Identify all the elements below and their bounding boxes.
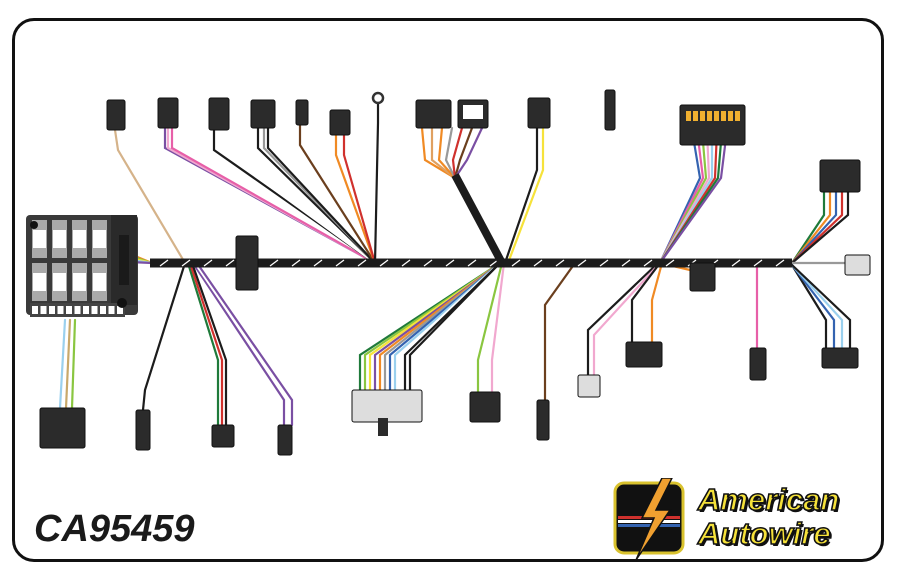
connector — [844, 254, 871, 276]
fuse — [92, 263, 107, 301]
connector — [277, 424, 293, 456]
wire — [403, 261, 502, 394]
harness-branch — [451, 173, 506, 265]
wire — [64, 318, 72, 410]
wire — [506, 126, 545, 265]
wire — [476, 261, 504, 397]
connector — [106, 99, 126, 131]
connector — [577, 374, 601, 398]
ring-terminal — [371, 91, 385, 105]
wire — [444, 126, 457, 180]
wire — [790, 188, 844, 265]
wire — [298, 123, 377, 265]
wire — [191, 261, 286, 427]
part-number: CA95459 — [34, 508, 195, 550]
brand-line-2: Autowire — [697, 516, 831, 551]
wire — [453, 126, 484, 180]
wire — [212, 128, 377, 265]
connector — [135, 409, 151, 451]
wire — [790, 263, 828, 352]
connector — [625, 341, 663, 368]
wire — [658, 128, 729, 265]
wire — [190, 261, 228, 427]
fuse — [32, 220, 47, 258]
connector — [295, 99, 309, 126]
wire — [490, 261, 506, 397]
fuse — [32, 263, 47, 301]
wires — [58, 101, 852, 427]
connector — [211, 424, 235, 448]
connector — [157, 97, 179, 129]
wire — [188, 261, 224, 427]
connector — [415, 99, 452, 129]
fuse-block — [26, 215, 138, 317]
fuse — [92, 220, 107, 258]
wire — [170, 126, 377, 265]
connector — [536, 399, 550, 441]
connector-latch — [378, 418, 388, 436]
wire — [790, 263, 836, 352]
connector — [329, 109, 351, 136]
wire — [586, 261, 660, 377]
wire — [451, 126, 464, 180]
wire — [650, 261, 664, 347]
american-autowire-logo: American Autowire — [612, 477, 886, 562]
wire — [334, 133, 377, 265]
connector — [749, 347, 767, 381]
connector — [208, 97, 230, 131]
wire — [373, 101, 380, 265]
wire — [453, 126, 474, 180]
connector — [819, 159, 861, 193]
wire — [393, 261, 502, 394]
connector — [351, 389, 423, 423]
wire — [790, 188, 850, 265]
connector — [39, 407, 86, 449]
wire — [420, 126, 457, 180]
wire — [58, 318, 67, 410]
wire — [266, 126, 377, 265]
wire — [630, 261, 662, 347]
lightning-bolt-logo-icon — [613, 477, 685, 561]
brand-line-1: American — [697, 482, 840, 517]
wire — [113, 128, 187, 265]
wire — [790, 188, 838, 265]
wire — [790, 188, 832, 265]
connector — [679, 104, 746, 146]
fuse — [72, 220, 87, 258]
wire — [398, 261, 502, 394]
wire — [70, 318, 77, 410]
wire — [408, 261, 502, 394]
wire — [592, 261, 662, 377]
connector — [457, 99, 489, 129]
connector — [604, 89, 616, 131]
wire — [503, 126, 539, 265]
wire — [790, 263, 852, 352]
connector — [821, 347, 859, 369]
connector — [469, 391, 501, 423]
connector — [527, 97, 551, 129]
wire — [342, 133, 377, 265]
fuse — [72, 263, 87, 301]
wire — [790, 263, 844, 352]
wire — [193, 261, 290, 427]
wire — [543, 261, 577, 402]
connector — [250, 99, 276, 129]
fuse — [52, 263, 67, 301]
wire — [195, 261, 294, 427]
fuse — [52, 220, 67, 258]
wire — [430, 126, 457, 180]
diagram-border — [12, 18, 884, 562]
wire — [141, 261, 187, 412]
wire — [790, 188, 826, 265]
wire — [186, 261, 220, 427]
connector — [689, 262, 716, 292]
connector — [235, 235, 259, 291]
wire — [608, 128, 660, 265]
wire — [437, 126, 457, 180]
wire — [218, 128, 377, 265]
wire — [256, 126, 377, 265]
